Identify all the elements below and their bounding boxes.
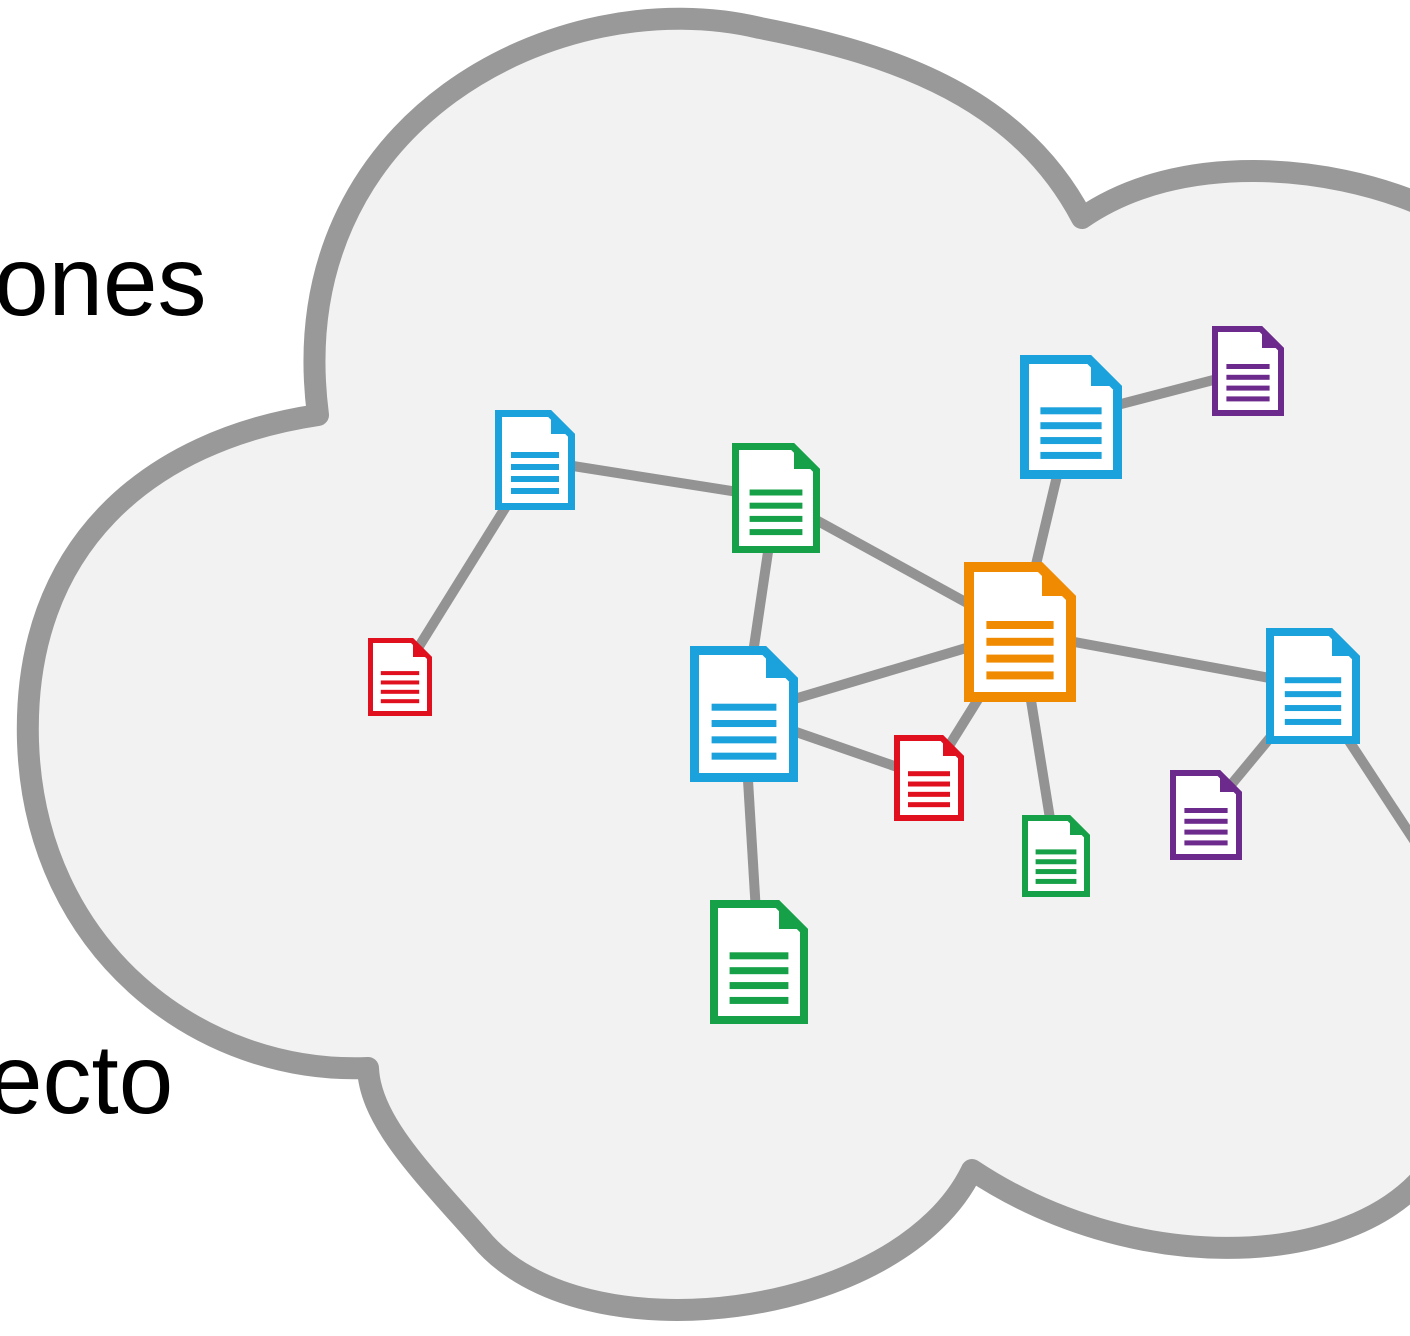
document-icon [368, 638, 432, 716]
slide-text-fragment-top: ones [0, 226, 207, 336]
document-icon [1170, 770, 1242, 860]
document-icon [710, 900, 808, 1024]
document-icon [732, 443, 820, 553]
document-icon [964, 562, 1076, 702]
document-nodes [368, 326, 1360, 1024]
document-icon [1212, 326, 1284, 416]
document-icon [1020, 355, 1122, 479]
document-icon [894, 735, 964, 821]
document-icon [690, 646, 798, 782]
document-icon [1022, 815, 1090, 897]
slide-text-fragment-bottom: ecto [0, 1024, 174, 1134]
document-icon [495, 410, 575, 510]
document-icon [1266, 628, 1360, 744]
